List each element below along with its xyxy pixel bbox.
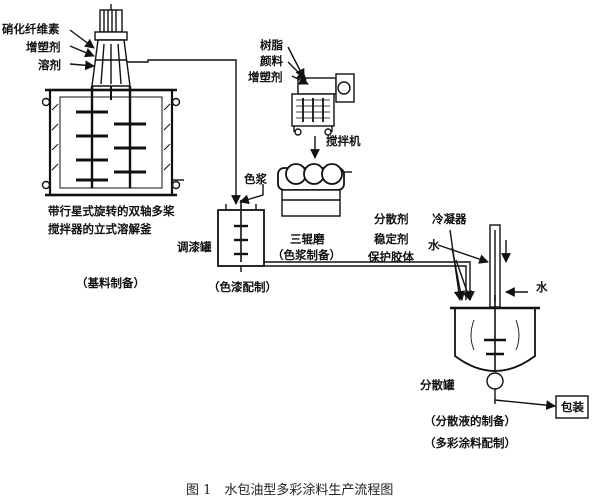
- label-color-paste: 色浆: [244, 172, 267, 186]
- label-plasticizer-1: 增塑剂: [26, 40, 61, 54]
- label-dispersant: 分散剂: [374, 212, 409, 226]
- label-packaging: 包装: [561, 400, 584, 414]
- label-dissolver-desc-2: 搅拌器的立式溶解釜: [48, 222, 152, 236]
- label-resin: 树脂: [260, 38, 283, 52]
- label-dissolver-desc-1: 带行星式旋转的双轴多桨: [48, 204, 175, 218]
- label-nitrocellulose: 硝化纤维素: [2, 22, 60, 36]
- label-stage-paint: （色漆配制）: [208, 280, 277, 294]
- label-stage-paste: （色浆制备）: [272, 248, 341, 262]
- label-water-right: 水: [536, 280, 548, 294]
- label-condenser: 冷凝器: [432, 212, 467, 226]
- label-stabilizer: 稳定剂: [374, 232, 409, 246]
- label-dispersion-tank: 分散罐: [420, 378, 455, 392]
- label-three-roll-mill: 三辊磨: [290, 232, 325, 246]
- label-stage-dispersion: （分散液的制备）: [424, 414, 516, 428]
- packaging-box: [555, 395, 589, 419]
- mixer: [291, 73, 355, 136]
- dispersion-tank: [450, 224, 540, 400]
- label-mixer: 搅拌机: [326, 134, 361, 148]
- label-paint-tank: 调漆罐: [177, 240, 212, 254]
- paint-tank: [217, 200, 265, 272]
- label-pigment: 颜料: [260, 54, 283, 68]
- label-protective-colloid: 保护胶体: [368, 250, 414, 264]
- label-solvent: 溶剂: [38, 58, 61, 72]
- label-water-top: 水: [428, 238, 440, 252]
- label-stage-base: （基料制备）: [76, 276, 145, 290]
- vertical-dissolver: [41, 4, 184, 197]
- label-plasticizer-2: 增塑剂: [248, 70, 283, 84]
- three-roll-mill: [277, 163, 352, 217]
- label-stage-final: （多彩涂料配制）: [424, 436, 516, 450]
- figure-caption: 图 1 水包油型多彩涂料生产流程图: [186, 483, 394, 498]
